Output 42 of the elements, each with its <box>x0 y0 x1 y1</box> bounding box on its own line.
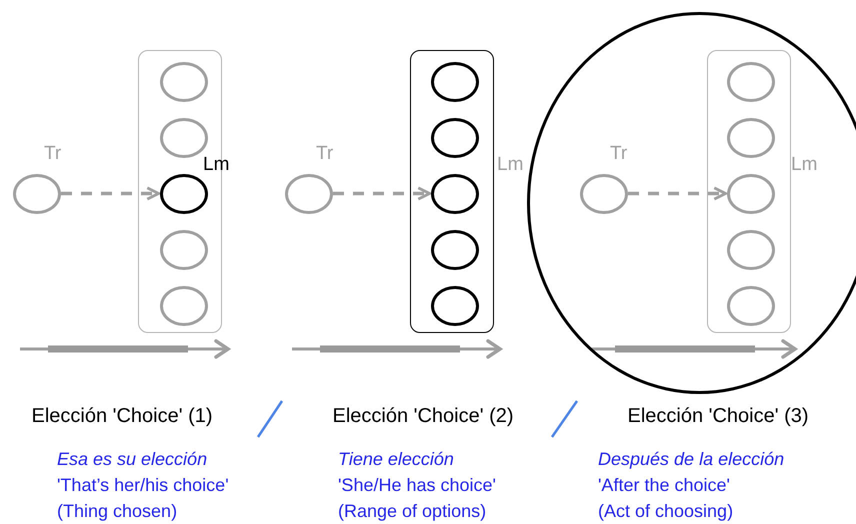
node-label: Lm <box>497 155 524 176</box>
node-label: Tr <box>44 144 62 165</box>
ellipse <box>160 286 208 326</box>
english-translation: 'That’s her/his choice' <box>57 476 229 496</box>
ellipse <box>726 62 774 102</box>
dashed-arrow <box>61 186 160 200</box>
ellipse <box>726 286 774 326</box>
column-box <box>410 50 494 333</box>
ellipse <box>160 230 208 270</box>
ellipse <box>580 174 628 214</box>
ellipse <box>430 118 478 158</box>
english-translation: 'She/He has choice' <box>338 476 496 496</box>
node-label: Lm <box>791 155 818 176</box>
ellipse <box>430 62 478 102</box>
meaning-note: (Act of choosing) <box>598 502 734 522</box>
ellipse <box>285 174 333 214</box>
spanish-phrase: Tiene elección <box>338 450 454 470</box>
ellipse <box>430 286 478 326</box>
ellipse <box>726 174 774 214</box>
english-translation: 'After the choice' <box>598 476 730 496</box>
ellipse <box>160 118 208 158</box>
node-label: Tr <box>610 144 628 165</box>
dashed-arrow <box>333 186 431 200</box>
ellipse <box>430 230 478 270</box>
spanish-phrase: Después de la elección <box>598 450 784 470</box>
ellipse <box>160 62 208 102</box>
ellipse <box>13 174 61 214</box>
panel-heading: Elección 'Choice' (3) <box>628 405 809 427</box>
meaning-note: (Thing chosen) <box>57 502 178 522</box>
enclosing-circle <box>527 12 856 394</box>
spanish-phrase: Esa es su elección <box>57 450 208 470</box>
column-box <box>707 50 791 333</box>
ellipse <box>430 174 478 214</box>
ellipse <box>160 174 208 214</box>
meaning-note: (Range of options) <box>338 502 486 522</box>
panel-heading: Elección 'Choice' (1) <box>32 405 213 427</box>
ellipse <box>726 118 774 158</box>
panel-heading: Elección 'Choice' (2) <box>332 405 514 427</box>
ellipse <box>726 230 774 270</box>
dashed-arrow <box>628 186 727 200</box>
node-label: Lm <box>203 155 230 176</box>
node-label: Tr <box>316 144 334 165</box>
